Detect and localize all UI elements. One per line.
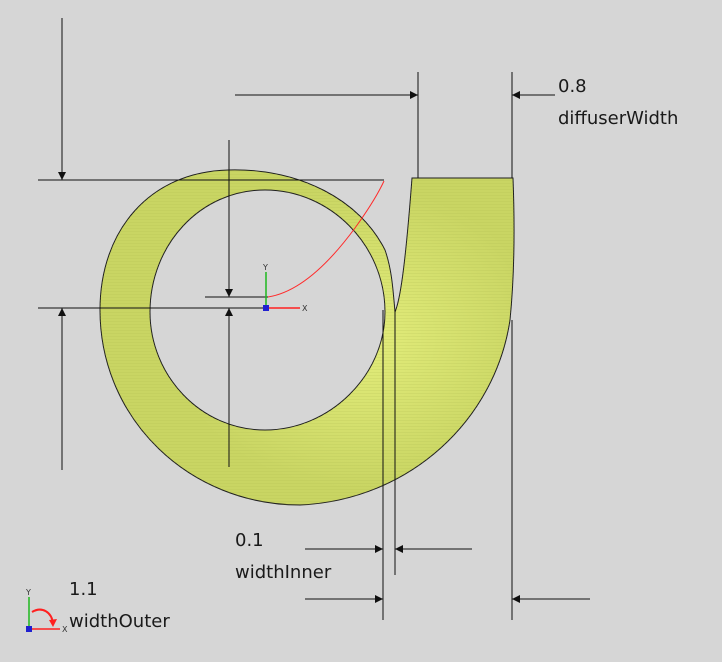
dimension-value: 1.1 [69, 579, 98, 600]
dimension-name: widthOuter [69, 611, 170, 632]
volute-hatch [100, 169, 514, 505]
dimension-width-outer[interactable]: 1.1 widthOuter [69, 579, 170, 632]
triad-x-label: X [62, 625, 68, 634]
dimension-width-inner[interactable]: 0.1 widthInner [235, 530, 332, 583]
dimension-name: diffuserWidth [558, 108, 678, 129]
dimension-value: 0.1 [235, 530, 264, 551]
dimension-diffuser-width[interactable]: 0.8 diffuserWidth [558, 76, 678, 129]
rotation-arrow-icon [49, 619, 57, 627]
dimension-lines [38, 18, 590, 620]
axis-origin [263, 305, 269, 311]
x-axis-label: X [302, 304, 308, 313]
rotation-arc-icon [31, 608, 54, 625]
dimension-value: 0.8 [558, 76, 587, 97]
view-triad: X Y [25, 588, 68, 634]
triad-y-label: Y [25, 588, 31, 597]
sketch-curve[interactable] [267, 180, 385, 298]
triad-origin [26, 626, 32, 632]
volute-body[interactable] [99, 169, 515, 506]
dimension-name: widthInner [235, 562, 332, 583]
sketch-axes: X Y [262, 263, 308, 313]
y-axis-label: Y [262, 263, 268, 272]
